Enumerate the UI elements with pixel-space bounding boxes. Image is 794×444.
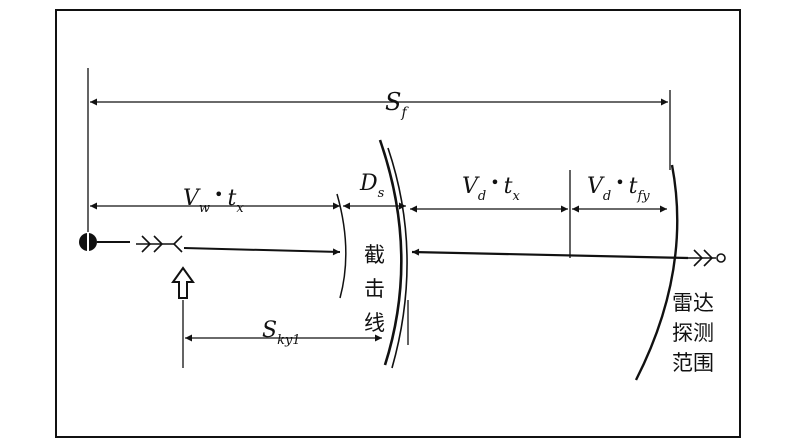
vd-tx-label: Vd•tx [462, 173, 521, 204]
defended-point-icon [79, 233, 97, 251]
sky-label: Sky1 [262, 318, 301, 348]
intercept-line-char-2: 击 [364, 277, 385, 301]
intercept-arc-inner [336, 193, 347, 299]
radar-range-line-3: 范围 [672, 351, 714, 375]
intercept-arc-outer-1 [378, 139, 403, 366]
radar-range-line-2: 探测 [672, 321, 714, 345]
radar-range-arc [634, 164, 679, 381]
ds-label: Ds [359, 171, 385, 201]
intercept-line-char-1: 截 [364, 243, 385, 267]
radar-range-line-1: 雷达 [672, 291, 714, 315]
missile-path-line [183, 247, 341, 256]
missile-icon [136, 235, 183, 253]
diagram-frame [55, 9, 741, 438]
launch-arrow-icon [171, 266, 195, 299]
sf-label: Sf [385, 88, 409, 121]
intercept-line-char-3: 线 [364, 311, 385, 335]
vw-tx-label: Vw•tx [183, 185, 244, 216]
intercept-arc-outer-2 [387, 147, 408, 369]
target-aircraft-icon [686, 249, 726, 267]
target-path-line [411, 248, 689, 260]
vd-tfy-label: Vd•tfy [587, 173, 650, 204]
